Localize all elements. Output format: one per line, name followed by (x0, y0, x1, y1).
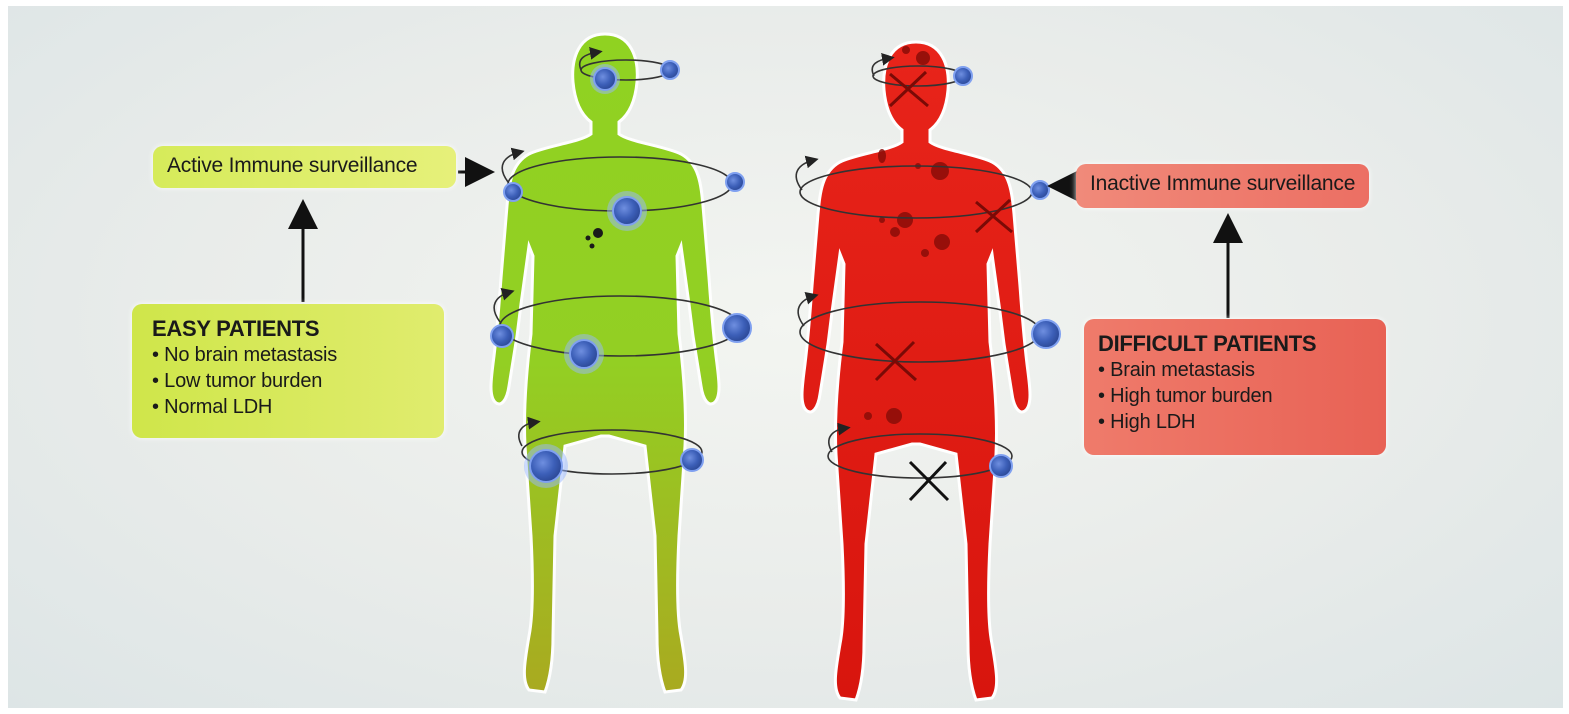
inactive-surveillance-label: Inactive Immune surveillance (1076, 164, 1369, 208)
difficult-item: • High LDH (1098, 409, 1386, 435)
easy-patients-box: EASY PATIENTS • No brain metastasis • Lo… (132, 304, 444, 438)
slide-background: Active Immune surveillance Inactive Immu… (8, 6, 1563, 708)
difficult-item: • High tumor burden (1098, 383, 1386, 409)
difficult-patients-title: DIFFICULT PATIENTS (1098, 331, 1386, 357)
inactive-surveillance-text: Inactive Immune surveillance (1076, 164, 1369, 204)
easy-item: • No brain metastasis (152, 342, 444, 368)
active-surveillance-label: Active Immune surveillance (153, 146, 456, 188)
healthy-body-figure (491, 34, 719, 692)
difficult-item: • Brain metastasis (1098, 357, 1386, 383)
diseased-body-figure (802, 42, 1030, 700)
easy-patients-title: EASY PATIENTS (152, 316, 444, 342)
difficult-patients-box: DIFFICULT PATIENTS • Brain metastasis • … (1084, 319, 1386, 455)
easy-item: • Low tumor burden (152, 368, 444, 394)
active-surveillance-text: Active Immune surveillance (153, 146, 456, 186)
easy-item: • Normal LDH (152, 394, 444, 420)
